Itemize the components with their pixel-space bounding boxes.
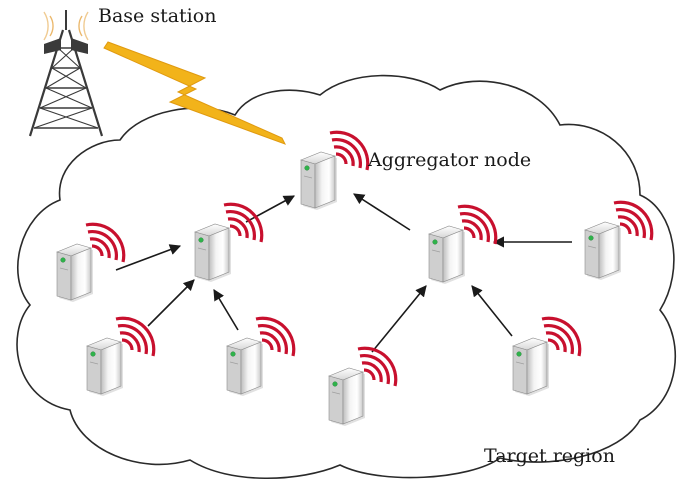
base-station-label: Base station xyxy=(98,5,216,27)
arrow-mid-to-aggregator xyxy=(245,195,295,223)
arrow-right-to-aggregator xyxy=(353,193,411,231)
aggregator-node-label: Aggregator node xyxy=(367,149,531,171)
arrow-bottommid-to-mid xyxy=(213,289,239,331)
arrow-left-to-mid xyxy=(115,244,182,271)
base-station-tower-icon xyxy=(28,10,104,137)
data-flow-arrows xyxy=(115,193,572,353)
arrow-bottomright-to-right xyxy=(471,285,513,337)
target-region-cloud xyxy=(16,74,677,480)
lightning-link-icon xyxy=(103,41,287,145)
arrow-bottomcenter-to-right xyxy=(371,285,427,353)
target-region-label: Target region xyxy=(484,445,615,467)
arrow-bottomleft-to-mid xyxy=(147,279,195,327)
